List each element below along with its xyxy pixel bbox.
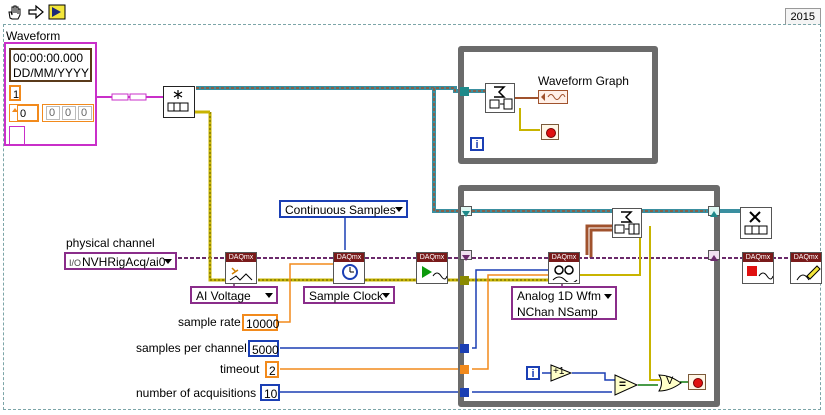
samples-per-channel-control[interactable]: 5000 bbox=[248, 340, 279, 357]
samples-per-channel-label: samples per channel bbox=[136, 341, 247, 355]
samples-tunnel bbox=[460, 344, 469, 353]
upper-iteration-terminal: i bbox=[470, 137, 484, 151]
chevron-down-icon bbox=[382, 293, 390, 298]
index-array-output-node[interactable] bbox=[740, 207, 772, 239]
hand-tool-icon[interactable] bbox=[6, 4, 24, 20]
left-shift-register-task bbox=[460, 250, 472, 261]
timestamp-date: DD/MM/YYYY bbox=[13, 66, 90, 80]
lower-iteration-terminal: i bbox=[526, 366, 540, 380]
index-frame: 0 bbox=[9, 104, 39, 122]
timing-type-label: Sample Clock bbox=[309, 289, 384, 303]
or-node[interactable]: V bbox=[658, 374, 682, 392]
equal-node[interactable]: = bbox=[614, 374, 639, 396]
y-value-0[interactable]: 0 bbox=[46, 106, 60, 120]
upper-loop-tunnel bbox=[460, 87, 469, 96]
number-of-acquisitions-label: number of acquisitions bbox=[136, 386, 257, 400]
read-type-line1: Analog 1D Wfm bbox=[517, 289, 602, 303]
io-name-icon: I/O bbox=[69, 258, 82, 268]
version-tab[interactable]: 2015 bbox=[784, 8, 821, 25]
index-array-node[interactable] bbox=[485, 83, 515, 113]
chevron-down-icon bbox=[265, 293, 273, 298]
waveform-graph-indicator[interactable] bbox=[538, 90, 568, 104]
waveform-wire-loop bbox=[432, 88, 460, 213]
waveform-label: Waveform bbox=[6, 29, 61, 43]
daqmx-clear-task-node[interactable]: DAQmx bbox=[790, 252, 822, 284]
upper-while-loop bbox=[458, 46, 658, 164]
dt-field[interactable]: 1 bbox=[9, 85, 21, 101]
physical-channel-label: physical channel bbox=[66, 236, 155, 250]
chevron-down-icon bbox=[604, 294, 612, 299]
number-of-acquisitions-control[interactable]: 10 bbox=[260, 384, 280, 401]
run-arrow-icon[interactable] bbox=[48, 4, 66, 20]
toolbar bbox=[0, 0, 80, 26]
daqmx-create-channel-node[interactable]: DAQmx bbox=[225, 252, 257, 284]
sample-mode-ring[interactable]: Continuous Samples bbox=[279, 200, 408, 218]
daqmx-timing-node[interactable]: DAQmx bbox=[333, 252, 365, 284]
right-shift-register-task bbox=[708, 250, 720, 261]
daqmx-stop-task-node[interactable]: DAQmx bbox=[742, 252, 774, 284]
arrow-right-icon[interactable] bbox=[27, 4, 45, 20]
diagram-frame bbox=[3, 24, 821, 410]
increment-node[interactable]: +1 bbox=[550, 364, 573, 382]
right-shift-register-top bbox=[708, 206, 720, 217]
channel-type-label: AI Voltage bbox=[196, 289, 251, 303]
upper-stop-button[interactable] bbox=[541, 124, 559, 140]
chevron-down-icon bbox=[164, 259, 172, 264]
waveform-control[interactable]: 00:00:00.000 DD/MM/YYYY 1 0 0 0 0 bbox=[4, 42, 97, 146]
daqmx-header: DAQmx bbox=[226, 253, 256, 262]
timeout-label: timeout bbox=[220, 362, 260, 376]
lower-stop-button[interactable] bbox=[688, 374, 706, 390]
timing-type-ring[interactable]: Sample Clock bbox=[303, 286, 395, 304]
chevron-down-icon bbox=[395, 207, 403, 212]
timestamp-box[interactable]: 00:00:00.000 DD/MM/YYYY bbox=[9, 48, 92, 82]
sample-rate-control[interactable]: 10000 bbox=[242, 314, 279, 331]
waveform-graph-label: Waveform Graph bbox=[538, 74, 629, 88]
lower-while-loop bbox=[458, 185, 720, 407]
physical-channel-value: NVHRigAcq/ai0 bbox=[82, 255, 166, 269]
physical-channel-control[interactable]: I/O NVHRigAcq/ai0 bbox=[64, 252, 177, 270]
timestamp-time: 00:00:00.000 bbox=[13, 51, 84, 65]
y-value-1[interactable]: 0 bbox=[62, 106, 76, 120]
index-field[interactable]: 0 bbox=[17, 105, 38, 121]
timeout-tunnel bbox=[460, 365, 469, 374]
error-tunnel bbox=[460, 276, 469, 285]
sample-mode-label: Continuous Samples bbox=[285, 203, 396, 217]
y-array: 0 0 0 bbox=[42, 104, 94, 122]
read-type-ring[interactable]: Analog 1D Wfm NChan NSamp bbox=[511, 286, 617, 320]
timeout-control[interactable]: 2 bbox=[265, 361, 279, 378]
daqmx-start-task-node[interactable]: DAQmx bbox=[416, 252, 448, 284]
build-array-node[interactable] bbox=[612, 208, 642, 238]
daqmx-read-node[interactable]: DAQmx bbox=[548, 252, 580, 284]
channel-type-ring[interactable]: AI Voltage bbox=[190, 286, 278, 304]
sample-rate-label: sample rate bbox=[178, 315, 241, 329]
read-type-line2: NChan NSamp bbox=[517, 305, 598, 319]
acquisitions-tunnel bbox=[460, 388, 469, 397]
build-waveform-node[interactable] bbox=[163, 86, 195, 118]
y-value-2[interactable]: 0 bbox=[78, 106, 92, 120]
attributes-box[interactable] bbox=[9, 126, 25, 145]
left-shift-register-top bbox=[460, 206, 472, 217]
